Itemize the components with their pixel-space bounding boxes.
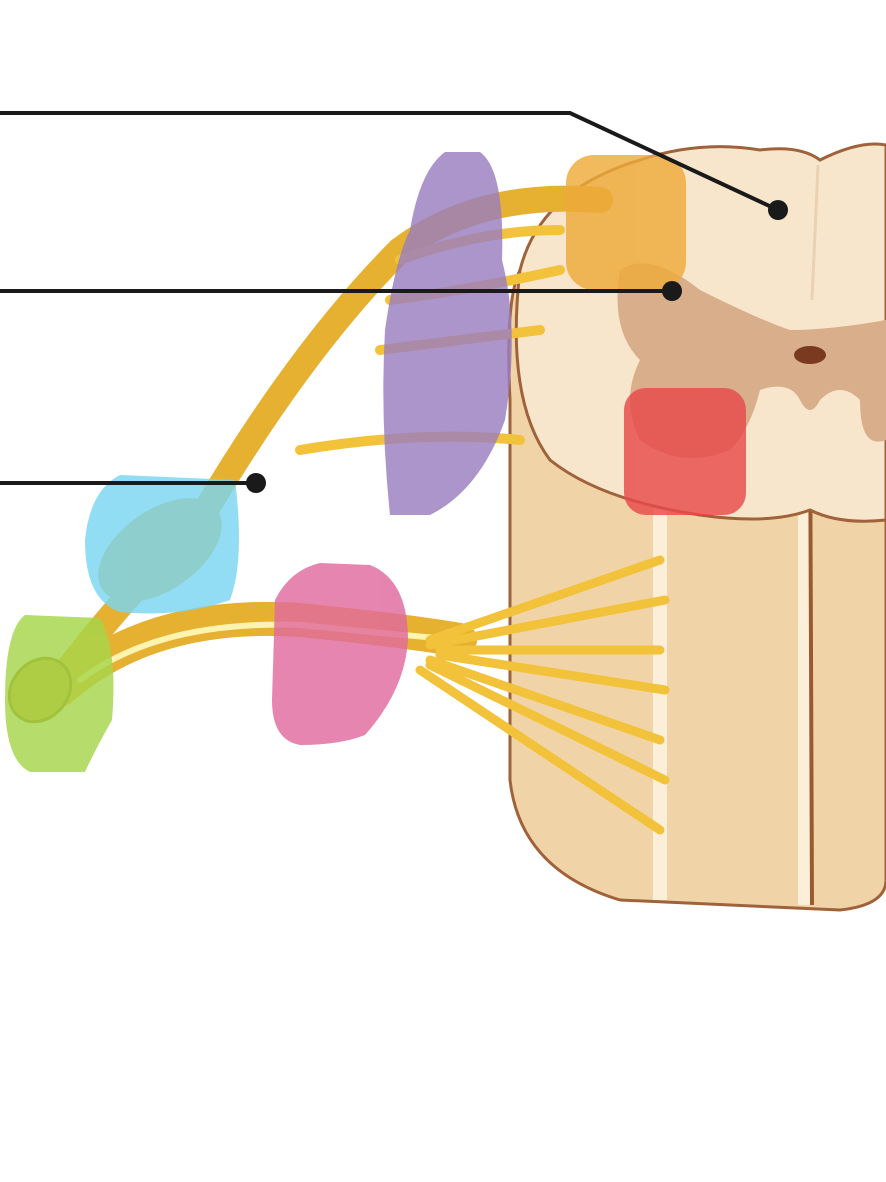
ventral-rootlets xyxy=(415,555,670,835)
highlight-ventral-root xyxy=(272,563,408,745)
central-canal xyxy=(794,346,826,364)
dorsal-median-sulcus xyxy=(810,164,820,301)
leader-dot-gray-matter xyxy=(662,281,682,301)
leader-dot-white-matter xyxy=(768,200,788,220)
highlights xyxy=(5,152,746,772)
highlight-ventral-horn xyxy=(624,388,746,515)
spinal-cord xyxy=(507,142,886,912)
highlight-dorsal-horn xyxy=(566,155,686,290)
leader-dot-ganglion xyxy=(246,473,266,493)
highlight-spinal-nerve xyxy=(5,615,114,772)
highlight-dorsal-root xyxy=(383,152,512,515)
leader-line-white-matter xyxy=(0,111,779,212)
highlight-dorsal-root-ganglion xyxy=(85,475,239,614)
leader-lines xyxy=(0,111,788,493)
